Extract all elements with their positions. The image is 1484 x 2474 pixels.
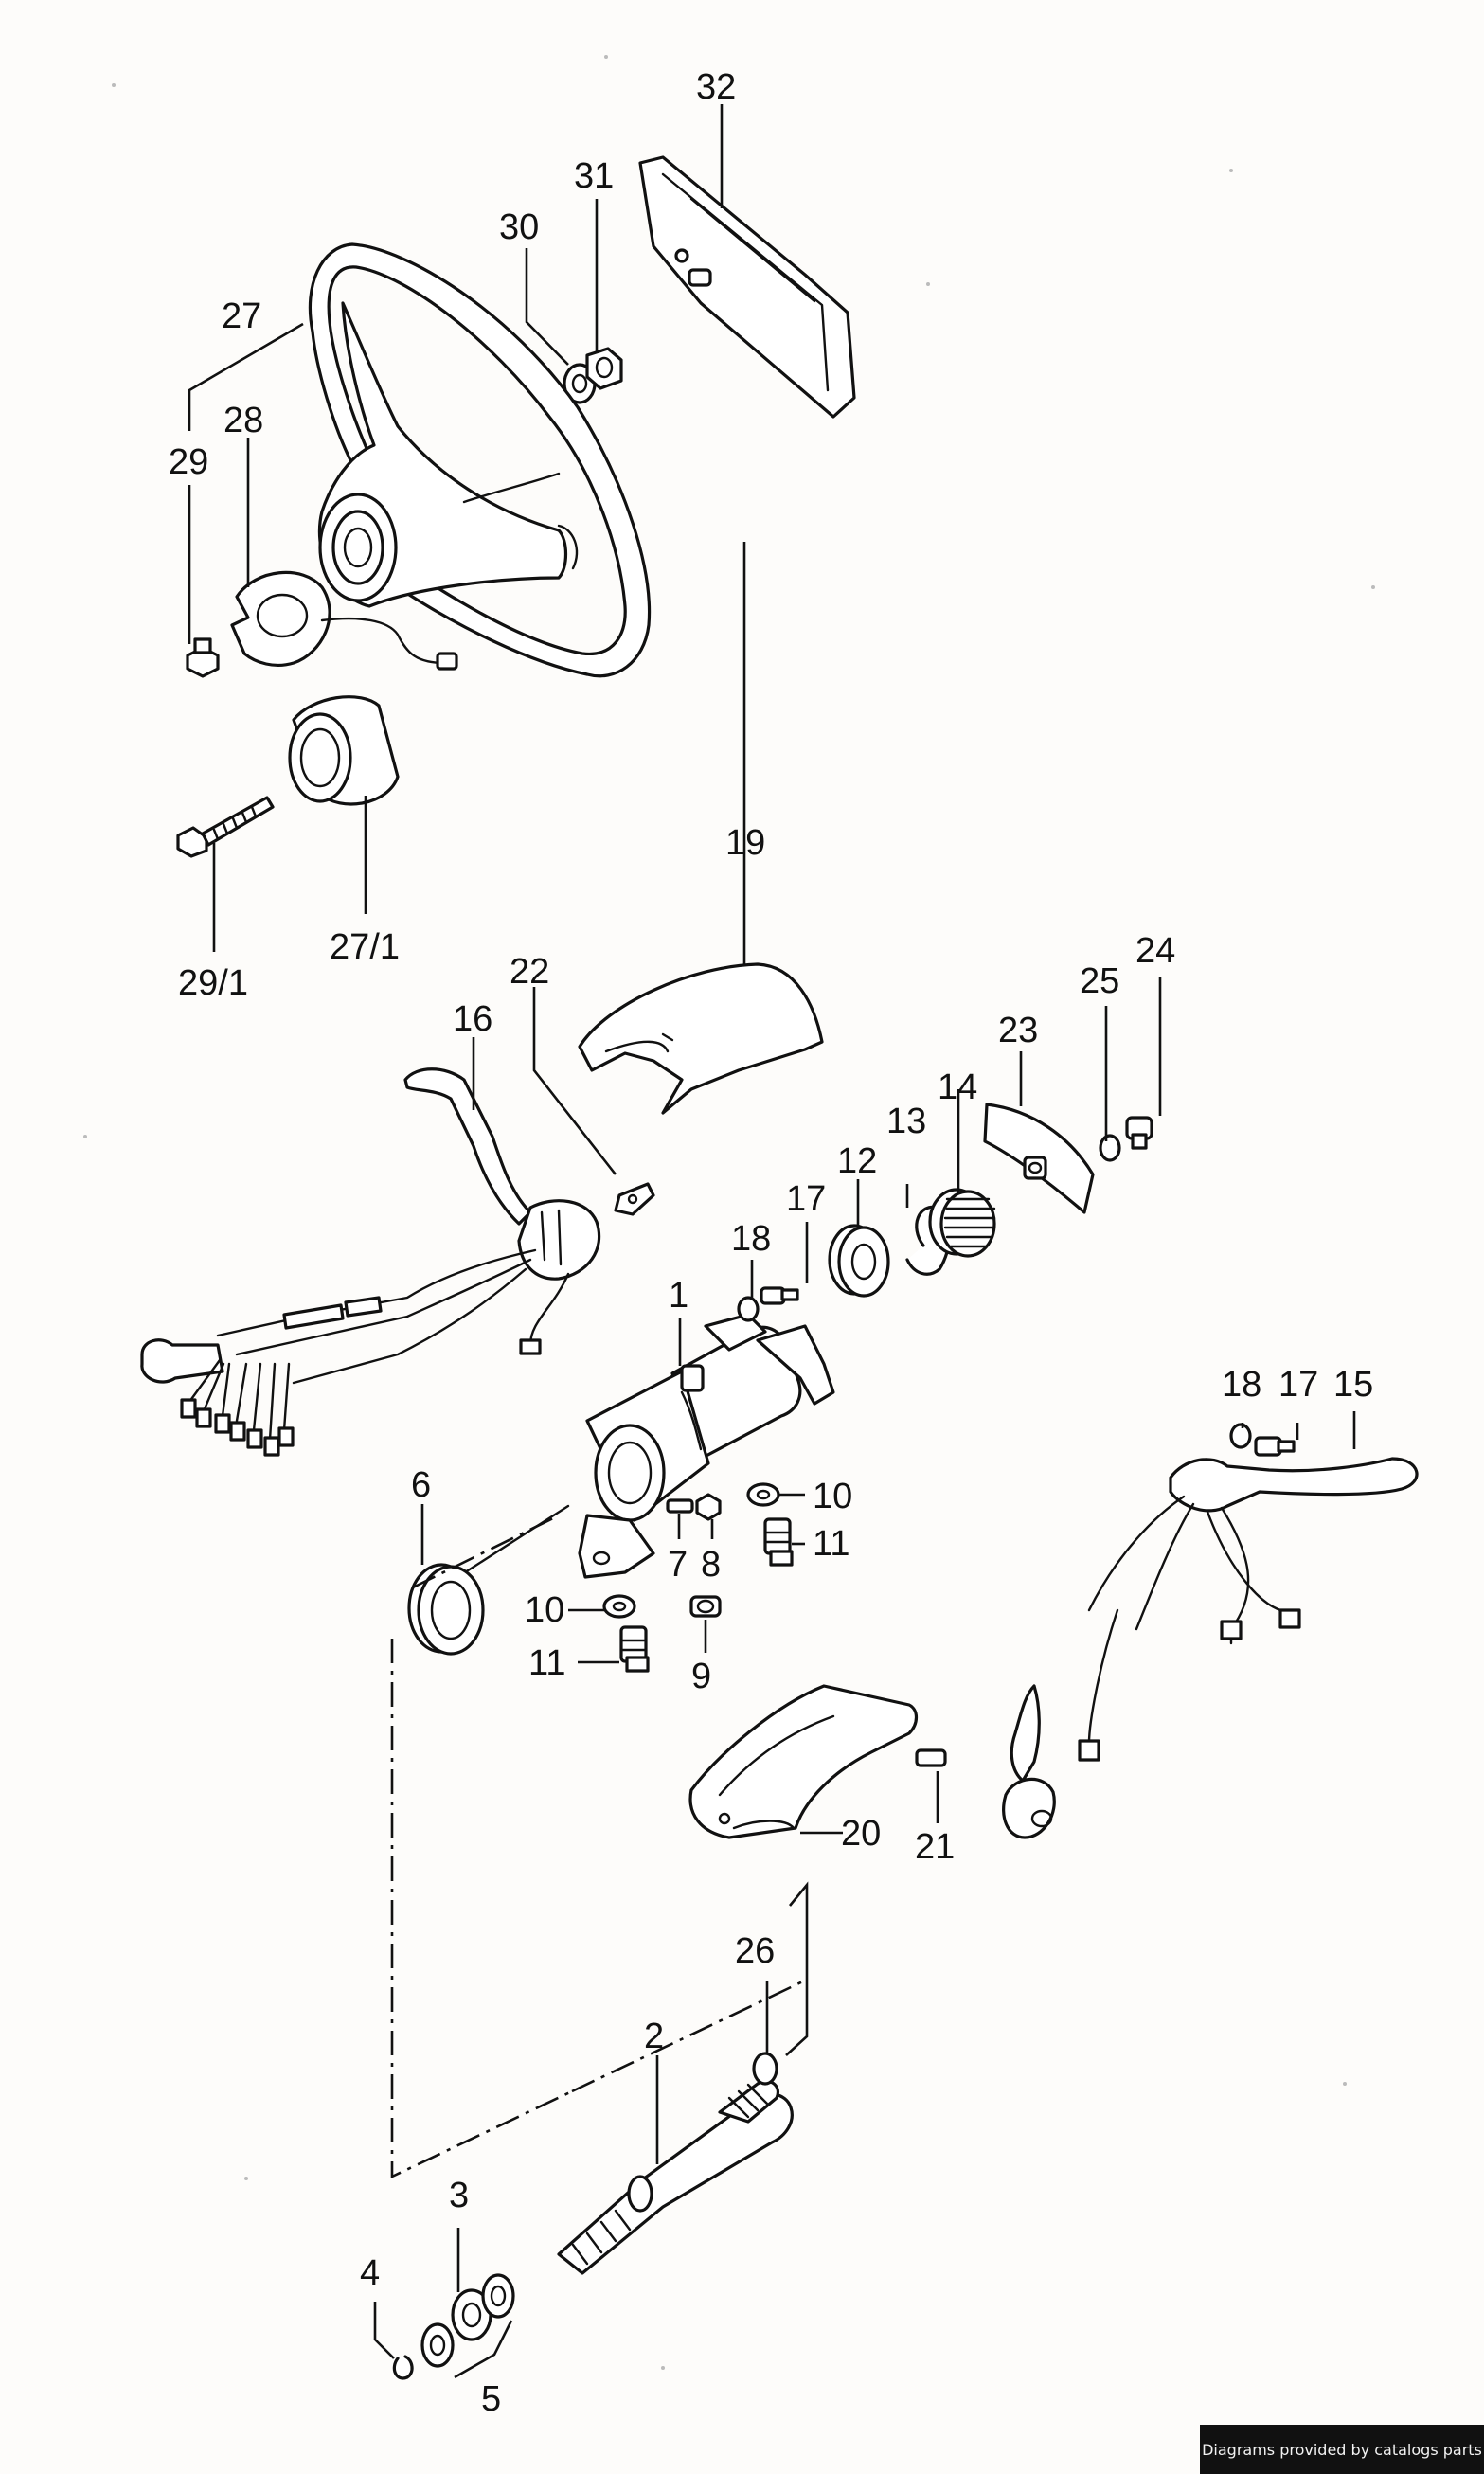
- turn-signal-switch-16: [140, 1067, 601, 1457]
- seal-ring-6: [407, 1563, 485, 1656]
- callout-18-right: 18: [1222, 1365, 1261, 1405]
- callout-20: 20: [841, 1814, 881, 1854]
- assembly-centerline: [390, 1514, 808, 2179]
- washer-5-right: [481, 2273, 515, 2319]
- callout-21: 21: [915, 1827, 955, 1867]
- callout-29-1: 29/1: [178, 963, 248, 1003]
- washer-18-right: [1229, 1423, 1252, 1449]
- screw-24: [1125, 1116, 1153, 1150]
- callout-18-left: 18: [731, 1219, 771, 1259]
- callout-19: 19: [725, 823, 765, 863]
- washer-10-upper: [746, 1482, 780, 1507]
- credit-badge: Diagrams provided by catalogs parts: [1200, 2425, 1484, 2474]
- callout-26: 26: [735, 1931, 775, 1971]
- callout-28: 28: [223, 401, 263, 440]
- screw-21: [915, 1748, 947, 1767]
- callout-9: 9: [691, 1657, 711, 1696]
- clip-22: [614, 1182, 655, 1216]
- callout-17-right: 17: [1278, 1365, 1318, 1405]
- steering-wheel-27: [308, 242, 652, 678]
- callout-4: 4: [360, 2253, 380, 2293]
- callout-25: 25: [1080, 961, 1119, 1001]
- screw-17-right: [1254, 1436, 1296, 1457]
- callout-5: 5: [481, 2379, 501, 2419]
- nut-31: [585, 347, 623, 390]
- paper-specks: [83, 55, 1375, 2370]
- callout-16: 16: [453, 999, 492, 1039]
- lower-shroud-20: [688, 1684, 919, 1839]
- callout-8: 8: [701, 1545, 721, 1585]
- hub-27-1: [288, 695, 400, 806]
- nut-8: [695, 1493, 722, 1521]
- contact-plate-23: [983, 1103, 1095, 1214]
- callout-15: 15: [1333, 1365, 1373, 1405]
- callout-2: 2: [644, 2017, 664, 2056]
- callout-10-right: 10: [813, 1477, 852, 1516]
- callout-10-left: 10: [525, 1590, 564, 1630]
- screw-29: [186, 637, 220, 678]
- screw-17-left: [760, 1286, 799, 1305]
- callout-7: 7: [668, 1545, 688, 1585]
- callout-11-left: 11: [528, 1643, 565, 1683]
- steering-shaft-2: [557, 2079, 794, 2275]
- callout-30: 30: [499, 207, 539, 247]
- column-tube-1: [434, 1313, 835, 1593]
- callout-3: 3: [449, 2176, 469, 2215]
- callout-numbers: 32 31 30 27 28 29 27/1 29/1 19 22 16 23 …: [169, 67, 1373, 2419]
- contact-ring-28: [230, 570, 458, 671]
- leader-lines: [188, 104, 1356, 2379]
- washer-5-left: [420, 2322, 455, 2368]
- callout-23: 23: [998, 1011, 1038, 1050]
- screw-9: [689, 1595, 722, 1618]
- callout-1: 1: [669, 1276, 688, 1316]
- callout-29: 29: [169, 442, 208, 482]
- circlip-4: [392, 2355, 414, 2380]
- cancelling-cam-14: [928, 1188, 996, 1258]
- callout-27-1: 27/1: [330, 927, 400, 967]
- wiper-switch-15: [1002, 1457, 1419, 1839]
- callout-11-right: 11: [813, 1524, 849, 1564]
- callout-13: 13: [886, 1102, 926, 1141]
- callout-27: 27: [222, 296, 261, 336]
- bearing-12: [828, 1224, 890, 1298]
- bolt-29-1: [176, 796, 275, 858]
- bolt-11-upper: [763, 1517, 794, 1567]
- washer-10-lower: [602, 1594, 636, 1619]
- callout-17-left: 17: [786, 1179, 826, 1219]
- callout-14: 14: [938, 1067, 977, 1107]
- upper-shroud-19: [578, 962, 824, 1115]
- callout-24: 24: [1135, 931, 1175, 971]
- bolt-11-lower: [619, 1625, 650, 1673]
- callout-22: 22: [510, 952, 549, 992]
- callout-32: 32: [696, 67, 736, 107]
- callout-12: 12: [837, 1141, 877, 1181]
- horn-pad-32: [638, 155, 856, 419]
- circlip-26: [752, 2052, 778, 2086]
- callout-6: 6: [411, 1465, 431, 1505]
- washer-25: [1099, 1134, 1121, 1162]
- screw-7: [666, 1498, 694, 1514]
- callout-31: 31: [574, 156, 614, 196]
- washer-18-left: [737, 1296, 760, 1322]
